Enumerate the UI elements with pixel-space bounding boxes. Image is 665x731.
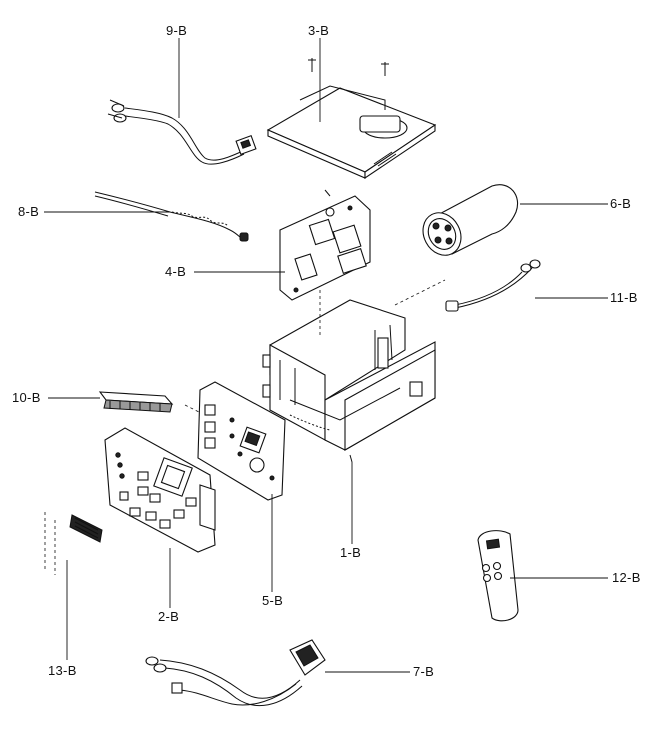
label-2b: 2-B xyxy=(158,609,180,624)
label-7b: 7-B xyxy=(413,664,435,679)
part-3b-cover-plate xyxy=(266,58,437,180)
part-4b-control-board xyxy=(279,189,371,301)
part-5b-display-board xyxy=(197,381,286,501)
label-4b: 4-B xyxy=(165,264,187,279)
part-13b-filter-piece xyxy=(44,512,103,575)
leader-lines xyxy=(44,38,608,673)
part-1b-chassis xyxy=(262,299,436,463)
label-12b: 12-B xyxy=(612,570,641,585)
part-7b-power-harness xyxy=(145,639,326,707)
label-10b: 10-B xyxy=(12,390,41,405)
part-2b-front-panel xyxy=(104,427,216,553)
label-1b: 1-B xyxy=(340,545,362,560)
part-12b-remote-control xyxy=(477,530,519,622)
label-11b: 11-B xyxy=(610,290,638,305)
part-11b-jumper-wire xyxy=(445,259,541,312)
label-9b: 9-B xyxy=(166,23,188,38)
label-8b: 8-B xyxy=(18,204,40,219)
part-6b-capacitor xyxy=(422,184,518,256)
part-10b-ribbon-cable xyxy=(98,391,174,413)
alignment-lines xyxy=(184,279,446,421)
label-6b: 6-B xyxy=(610,196,632,211)
part-9b-wire-harness xyxy=(107,99,257,165)
part-8b-sensor-cable xyxy=(94,191,249,242)
label-3b: 3-B xyxy=(308,23,330,38)
label-13b: 13-B xyxy=(48,663,77,678)
label-5b: 5-B xyxy=(262,593,284,608)
